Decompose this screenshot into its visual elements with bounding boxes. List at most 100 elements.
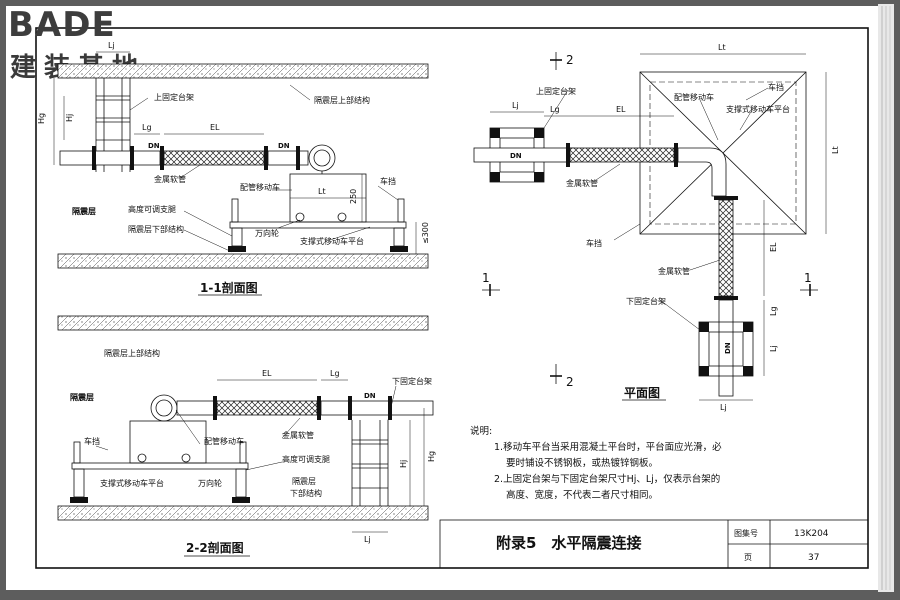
label-support-platform: 支撑式移动车平台	[300, 236, 364, 246]
marker-2-top: 2	[566, 53, 574, 67]
notes: 说明: 1.移动车平台当采用混凝土平台时，平台面应光滑，必 要时铺设不锈钢板，或…	[470, 425, 722, 501]
atlas-value: 13K204	[794, 529, 829, 539]
paper	[6, 6, 878, 590]
plan-label-bumper-side: 车挡	[586, 238, 602, 248]
label-lower-struct: 隔震层下部结构	[128, 224, 184, 234]
label-support-platform-2: 支撑式移动车平台	[100, 478, 164, 488]
plan-label-support-platform: 支撑式移动车平台	[726, 104, 790, 114]
upper-slab-2	[57, 315, 429, 331]
plan-dim-dn-upper: DN	[510, 152, 522, 160]
caster	[295, 212, 305, 222]
flange	[264, 146, 268, 170]
label-pipe-cart: 配管移动车	[240, 182, 280, 192]
book-edge	[878, 4, 894, 592]
dim-label-el: EL	[210, 123, 220, 132]
plan-dim-lt-top: Lt	[718, 43, 726, 52]
lower-slab	[57, 253, 429, 269]
plan-dim-dn-lower: DN	[724, 342, 732, 354]
plan-view: 上固定台架 车挡 配管移动车 支撑式移动车平台 金属软管 车挡 金属软管 下固定…	[473, 43, 840, 412]
label-upper-fixed: 上固定台架	[154, 92, 194, 102]
plan-dim-lt-side: Lt	[831, 146, 840, 154]
flange	[296, 146, 300, 170]
notes-line-2: 要时铺设不锈钢板，或热镀锌钢板。	[506, 457, 658, 469]
flange	[160, 146, 164, 170]
pipe-right	[267, 150, 309, 166]
caster	[337, 212, 347, 222]
dim-label-lj: Lj	[108, 41, 115, 50]
plan-dim-el: EL	[616, 105, 626, 114]
notes-line-1: 1.移动车平台当采用混凝土平台时，平台面应光滑，必	[494, 441, 722, 453]
upper-slab	[57, 63, 429, 79]
plan-label-bumper-top: 车挡	[768, 82, 784, 92]
label-height-leg-2: 高度可调支腿	[282, 454, 330, 464]
label-caster-2: 万向轮	[198, 478, 222, 488]
flange	[130, 146, 134, 170]
lower-slab-2	[57, 505, 429, 521]
elbow-plan	[677, 147, 727, 197]
notes-line-3: 2.上固定台架与下固定台架尺寸Hj、Lj，仅表示台架的	[494, 473, 720, 485]
plan-label-pipe-cart: 配管移动车	[674, 92, 714, 102]
label-lower-fixed: 下固定台架	[392, 376, 432, 386]
dim-label-el-2: EL	[262, 369, 272, 378]
marker-1-left: 1	[482, 271, 490, 285]
plan-dim-lg: Lg	[550, 105, 560, 114]
plan-label-lower-fixed: 下固定台架	[626, 296, 666, 306]
marker-2-bottom: 2	[566, 375, 574, 389]
label-height-leg: 高度可调支腿	[128, 204, 176, 214]
atlas-label: 图集号	[734, 528, 758, 538]
plan-label-upper-fixed: 上固定台架	[536, 86, 576, 96]
page-label: 页	[744, 553, 752, 562]
plan-title: 平面图	[624, 386, 660, 400]
dim-label-dn-2: DN	[364, 392, 376, 400]
label-bumper-2: 车挡	[84, 436, 100, 446]
support-platform	[229, 221, 407, 229]
label-lower-struct-2: 下部结构	[290, 488, 322, 498]
title-block: 附录5 水平隔震连接 图集号 13K204 页 37	[439, 519, 869, 569]
notes-heading: 说明:	[470, 425, 492, 437]
section-title-1-1: 1-1剖面图	[200, 280, 258, 295]
notes-line-4: 高度、宽度，不代表二者尺寸相同。	[506, 489, 658, 501]
label-isolation-2: 隔震层	[70, 392, 94, 402]
metal-hose	[163, 150, 265, 166]
page-value: 37	[808, 553, 819, 563]
pipe-left	[59, 150, 161, 166]
section-2-2: 隔震层上部结构 隔震层 下固定台架 车挡 配管移动车 金属软管 高度可调支腿 支…	[57, 315, 436, 557]
dim-label-lg: Lg	[142, 123, 152, 132]
hose-plan-v	[718, 199, 734, 297]
title-block-title: 附录5 水平隔震连接	[496, 534, 641, 552]
brand-name: BADE	[8, 5, 116, 45]
label-pipe-cart-2: 配管移动车	[204, 436, 244, 446]
dim-label-lj-2: Lj	[364, 535, 371, 544]
label-isolation: 隔震层	[72, 206, 96, 216]
label-caster: 万向轮	[255, 228, 279, 238]
dim-label-hj: Hj	[65, 114, 74, 122]
plan-dim-lj: Lj	[512, 101, 519, 110]
support-platform-2	[71, 462, 249, 470]
dim-label-lt: Lt	[318, 187, 326, 196]
dim-label-dn1: DN	[148, 142, 160, 150]
plan-dim-lj-bottom: Lj	[720, 403, 727, 412]
plan-dim-el-v: EL	[769, 242, 778, 252]
hose-plan-h	[569, 147, 675, 163]
plan-label-metal-hose: 金属软管	[566, 178, 598, 188]
dim-label-300: ≤300	[421, 222, 430, 244]
label-metal-hose: 金属软管	[154, 174, 186, 184]
metal-hose-2	[216, 400, 318, 416]
dim-label-250: 250	[349, 189, 358, 204]
plan-label-metal-hose2: 金属软管	[658, 266, 690, 276]
marker-1-right: 1	[804, 271, 812, 285]
label-iso-layer: 隔震层	[292, 477, 316, 486]
section-1-1: 上固定台架 隔震层上部结构 金属软管 配管移动车 车挡 隔震层 高度可调支腿 隔…	[37, 41, 430, 296]
dim-label-hg-2: Hg	[427, 451, 436, 462]
label-bumper: 车挡	[380, 176, 396, 186]
flange	[92, 146, 96, 170]
dim-label-dn2: DN	[278, 142, 290, 150]
dim-label-lg-2: Lg	[330, 369, 340, 378]
lower-fixed-plan	[698, 321, 754, 377]
dim-label-hj-2: Hj	[399, 460, 408, 468]
section-title-2-2: 2-2剖面图	[186, 540, 244, 555]
label-upper-struct: 隔震层上部结构	[314, 95, 370, 105]
plan-dim-lj-v: Lj	[769, 345, 778, 352]
lower-fixed-frame	[351, 420, 389, 506]
